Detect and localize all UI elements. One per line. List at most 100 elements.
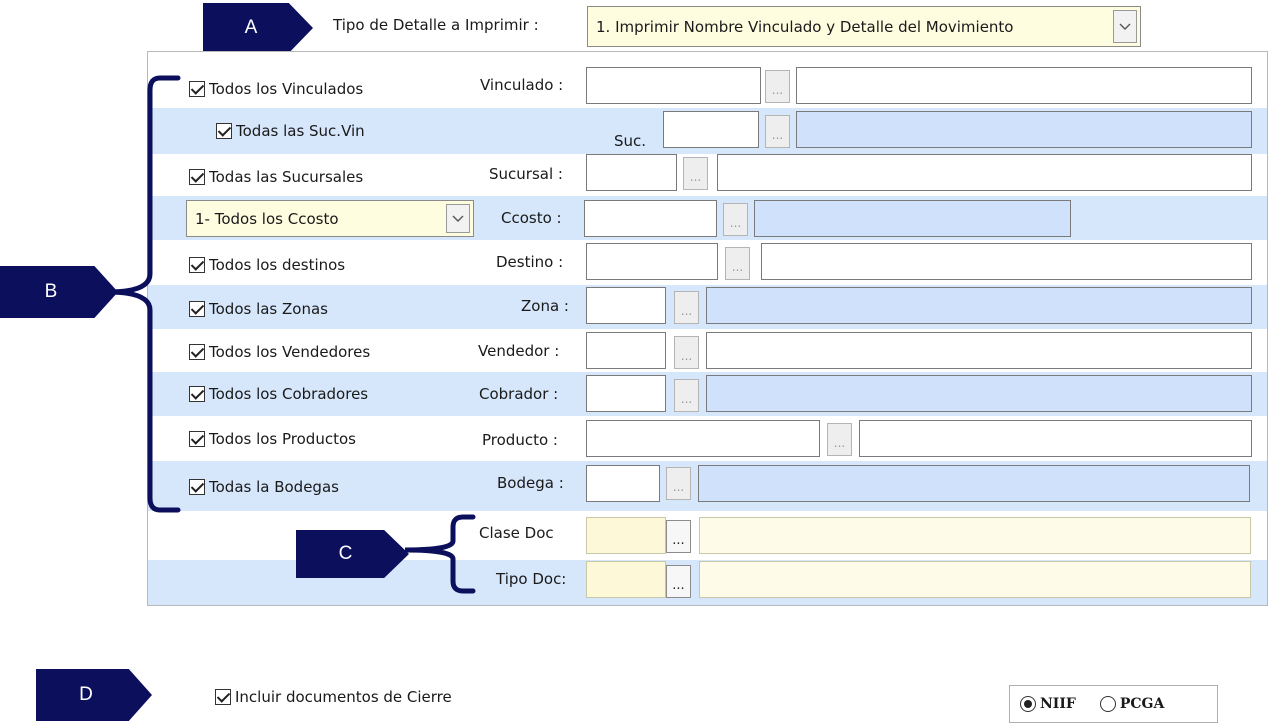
include-closing-docs-label: Incluir documentos de Cierre [235, 688, 452, 706]
checkbox-icon[interactable] [189, 479, 205, 495]
cost-center-name-field [754, 200, 1071, 237]
seller-label: Vendedor : [478, 342, 560, 360]
chevron-down-icon[interactable] [446, 204, 470, 233]
collector-label: Cobrador : [479, 385, 559, 403]
branch-code-input[interactable] [586, 154, 677, 191]
bracket-c [404, 514, 476, 594]
doc-class-name-field [699, 517, 1251, 554]
warehouse-lookup-button[interactable]: ... [666, 467, 691, 500]
all-branches-checkbox[interactable]: Todas las Sucursales [189, 168, 363, 186]
detail-type-value: 1. Imprimir Nombre Vinculado y Detalle d… [596, 17, 1014, 36]
cost-center-value: 1- Todos los Ccosto [195, 209, 339, 228]
destination-name-input[interactable] [761, 243, 1252, 280]
collector-code-input[interactable] [586, 375, 666, 412]
checkbox-icon[interactable] [216, 123, 232, 139]
all-sellers-label: Todos los Vendedores [209, 343, 371, 361]
all-linked-branches-checkbox[interactable]: Todas las Suc.Vin [216, 122, 365, 140]
doc-type-name-field [699, 561, 1251, 598]
marker-b: B [0, 266, 118, 318]
marker-a-label: A [244, 17, 258, 38]
all-branches-label: Todas las Sucursales [209, 168, 364, 186]
marker-a: A [203, 3, 313, 53]
all-collectors-label: Todos los Cobradores [209, 385, 369, 403]
all-linked-branches-label: Todas las Suc.Vin [236, 122, 365, 140]
radio-niif[interactable]: NIIF [1020, 696, 1076, 712]
radio-pcga-label: PCGA [1119, 696, 1165, 712]
accounting-standard-radio-group: NIIF PCGA [1009, 685, 1218, 723]
product-label: Producto : [482, 431, 558, 449]
branch-name-input[interactable] [717, 154, 1252, 191]
checkbox-icon[interactable] [189, 344, 205, 360]
checkbox-icon[interactable] [189, 386, 205, 402]
include-closing-docs-checkbox[interactable]: Incluir documentos de Cierre [215, 688, 452, 706]
checkbox-icon[interactable] [189, 169, 205, 185]
destination-lookup-button[interactable]: ... [725, 247, 750, 280]
destination-code-input[interactable] [586, 243, 718, 280]
radio-pcga[interactable]: PCGA [1099, 696, 1165, 712]
radio-selected-icon[interactable] [1020, 696, 1036, 712]
linked-branch-label: Suc. [614, 132, 647, 150]
seller-lookup-button[interactable]: ... [674, 336, 699, 369]
branch-lookup-button[interactable]: ... [683, 157, 708, 190]
linked-label: Vinculado : [480, 76, 564, 94]
all-zones-label: Todos las Zonas [209, 300, 328, 318]
chevron-down-icon[interactable] [1113, 10, 1137, 43]
warehouse-label: Bodega : [497, 474, 564, 492]
zone-code-input[interactable] [586, 287, 666, 324]
cost-center-select[interactable]: 1- Todos los Ccosto [186, 200, 474, 237]
all-linked-label: Todos los Vinculados [209, 80, 364, 98]
all-collectors-checkbox[interactable]: Todos los Cobradores [189, 385, 368, 403]
destination-label: Destino : [496, 253, 564, 271]
all-products-checkbox[interactable]: Todos los Productos [189, 430, 356, 448]
product-code-input[interactable] [586, 420, 820, 457]
collector-lookup-button[interactable]: ... [674, 379, 699, 412]
doc-type-lookup-button[interactable]: ... [666, 565, 691, 598]
warehouse-code-input[interactable] [586, 465, 660, 502]
all-zones-checkbox[interactable]: Todos las Zonas [189, 300, 328, 318]
checkbox-icon[interactable] [189, 431, 205, 447]
seller-name-input[interactable] [706, 332, 1252, 369]
branch-label: Sucursal : [489, 165, 563, 183]
all-warehouses-checkbox[interactable]: Todas la Bodegas [189, 478, 339, 496]
doc-class-label: Clase Doc [479, 524, 554, 542]
cost-center-label: Ccosto : [501, 209, 562, 227]
marker-d-label: D [79, 684, 93, 705]
marker-c-label: C [338, 543, 353, 564]
doc-class-lookup-button[interactable]: ... [666, 520, 691, 553]
all-products-label: Todos los Productos [209, 430, 356, 448]
radio-unselected-icon[interactable] [1099, 696, 1116, 712]
checkbox-icon[interactable] [189, 257, 205, 273]
cost-center-code-input[interactable] [584, 200, 717, 237]
linked-lookup-button[interactable]: ... [765, 70, 790, 103]
zone-lookup-button[interactable]: ... [674, 291, 699, 324]
linked-branch-name-field [796, 111, 1252, 148]
detail-type-select[interactable]: 1. Imprimir Nombre Vinculado y Detalle d… [587, 6, 1141, 47]
collector-name-field [706, 375, 1252, 412]
checkbox-icon[interactable] [189, 301, 205, 317]
product-name-input[interactable] [859, 420, 1252, 457]
checkbox-icon[interactable] [215, 689, 231, 705]
radio-niif-label: NIIF [1040, 696, 1076, 712]
all-warehouses-label: Todas la Bodegas [209, 478, 339, 496]
linked-branch-code-input[interactable] [663, 111, 759, 148]
doc-type-code-input[interactable] [586, 561, 666, 598]
marker-b-label: B [44, 281, 58, 302]
linked-branch-lookup-button[interactable]: ... [765, 115, 790, 148]
detail-type-label: Tipo de Detalle a Imprimir : [333, 16, 539, 34]
doc-type-label: Tipo Doc: [496, 570, 567, 588]
all-linked-checkbox[interactable]: Todos los Vinculados [189, 80, 363, 98]
all-destinations-label: Todos los destinos [209, 256, 346, 274]
cost-center-lookup-button[interactable]: ... [723, 203, 748, 236]
warehouse-name-field [698, 465, 1250, 502]
all-sellers-checkbox[interactable]: Todos los Vendedores [189, 343, 370, 361]
doc-class-code-input[interactable] [586, 517, 666, 554]
zone-name-field [706, 287, 1252, 324]
all-destinations-checkbox[interactable]: Todos los destinos [189, 256, 345, 274]
product-lookup-button[interactable]: ... [827, 423, 852, 456]
linked-code-input[interactable] [586, 67, 761, 104]
marker-d: D [36, 669, 152, 721]
checkbox-icon[interactable] [189, 81, 205, 97]
marker-c: C [296, 530, 409, 578]
linked-name-input[interactable] [796, 67, 1252, 104]
seller-code-input[interactable] [586, 332, 666, 369]
